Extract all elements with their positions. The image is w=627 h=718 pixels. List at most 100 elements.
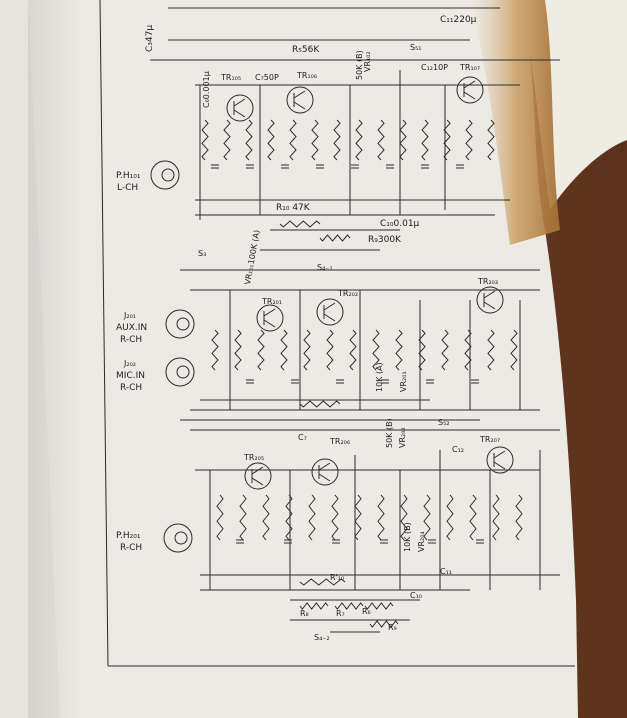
resistor	[245, 119, 253, 161]
resistor	[469, 494, 477, 541]
label-tr105: TR₁₀₅	[220, 73, 241, 82]
label-s42: S₄₋₂	[314, 633, 330, 642]
resistor	[289, 119, 297, 161]
resistor	[464, 329, 472, 371]
label-c6-0001: C₆0.001μ	[202, 71, 211, 108]
label-c10: C₁₀	[410, 591, 422, 600]
label-ph101: P.H₁₀₁	[116, 171, 141, 181]
jack-inner	[176, 317, 190, 331]
resistor	[443, 119, 451, 161]
wire	[263, 308, 276, 317]
resistor	[216, 494, 224, 541]
jack-inner	[161, 168, 175, 182]
wire	[483, 290, 496, 299]
resistor	[299, 400, 341, 408]
label-r7: R₇	[336, 609, 345, 618]
transistor	[256, 304, 284, 332]
resistor	[279, 220, 321, 228]
label-r6: R₆	[362, 607, 371, 616]
resistor	[299, 578, 346, 586]
resistor	[331, 494, 339, 541]
label-c12: C₁₂	[452, 445, 464, 454]
resistor	[349, 329, 357, 371]
resistor	[515, 494, 523, 541]
resistor	[354, 494, 362, 541]
label-lch: L-CH	[117, 183, 138, 193]
label-r10-47k: R₁₀ 47K	[276, 203, 311, 213]
label-r9: R₉	[388, 623, 397, 632]
jack	[165, 357, 195, 387]
transistor	[456, 76, 484, 104]
label-k50b: 50K (B)	[385, 418, 394, 448]
resistor	[487, 329, 495, 371]
label-vr201: VR₂₀₁	[399, 371, 408, 392]
label-tr206: TR₂₀₆	[329, 437, 350, 446]
label-c12-10p: C₁₂10P	[421, 63, 448, 72]
resistor	[319, 234, 351, 242]
jack-inner	[174, 531, 188, 545]
resistor	[211, 329, 219, 371]
label-c7: C₇	[298, 433, 307, 442]
label-micin: MIC.IN	[116, 371, 145, 381]
label-tr203: TR₂₀₃	[477, 277, 498, 286]
resistor	[257, 329, 265, 371]
label-r8: R₈	[300, 609, 309, 618]
component-labels: C₃47μ R₅56K C₁₁220μ S₅₁ VR₁₀₂ 50K (B) TR…	[116, 15, 500, 642]
label-j202: J₂₀₂	[123, 359, 136, 368]
label-c10-001: C₁₀0.01μ	[380, 219, 420, 229]
wire	[233, 109, 246, 118]
jack	[163, 523, 193, 553]
label-tr207: TR₂₀₇	[479, 435, 500, 444]
wire	[323, 313, 336, 322]
label-c11-220: C₁₁220μ	[440, 15, 477, 25]
resistor	[311, 119, 319, 161]
resistor	[492, 494, 500, 541]
transistor	[244, 462, 272, 490]
resistor	[223, 119, 231, 161]
resistor	[262, 494, 270, 541]
label-j201: J₂₀₁	[123, 311, 136, 320]
resistor	[334, 602, 364, 610]
resistor	[372, 329, 380, 371]
label-vr102: VR₁₀₂	[363, 51, 372, 72]
resistor	[510, 329, 518, 371]
wire	[293, 101, 306, 110]
resistor	[285, 494, 293, 541]
wire	[251, 477, 264, 486]
transistor	[476, 286, 504, 314]
label-s4-1: S₄₋₁	[317, 263, 333, 272]
jack	[150, 160, 180, 190]
resistor	[441, 329, 449, 371]
wire	[99, 0, 109, 667]
wire	[263, 319, 276, 328]
label-tr107: TR₁₀₇	[459, 63, 480, 72]
label-c347: C₃47μ	[145, 25, 155, 52]
resistor	[377, 494, 385, 541]
wire	[463, 91, 476, 100]
label-r56k: R₅56K	[292, 45, 320, 55]
resistor	[234, 329, 242, 371]
wire	[293, 90, 306, 99]
wire	[483, 301, 496, 310]
resistor	[446, 494, 454, 541]
resistor	[400, 494, 408, 541]
transistor	[226, 94, 254, 122]
resistor	[399, 119, 407, 161]
label-auxin: AUX.IN	[116, 323, 147, 333]
transistor	[286, 86, 314, 114]
resistor	[377, 119, 385, 161]
label-vr202: VR₂₀₂	[398, 427, 407, 448]
label-rch-3: R-CH	[120, 543, 142, 553]
label-tr201: TR₂₀₁	[261, 297, 282, 306]
label-vr50k: 50K (B)	[355, 50, 364, 80]
wire	[318, 473, 331, 482]
label-rch-2: R-CH	[120, 383, 142, 393]
label-vr204: VR₂₀₄	[417, 531, 426, 552]
label-ph201: P.H₂₀₁	[116, 531, 141, 541]
wire	[318, 462, 331, 471]
resistor	[487, 119, 495, 161]
resistor	[364, 602, 394, 610]
label-s52: S₅₂	[438, 418, 450, 427]
resistor	[369, 620, 399, 628]
